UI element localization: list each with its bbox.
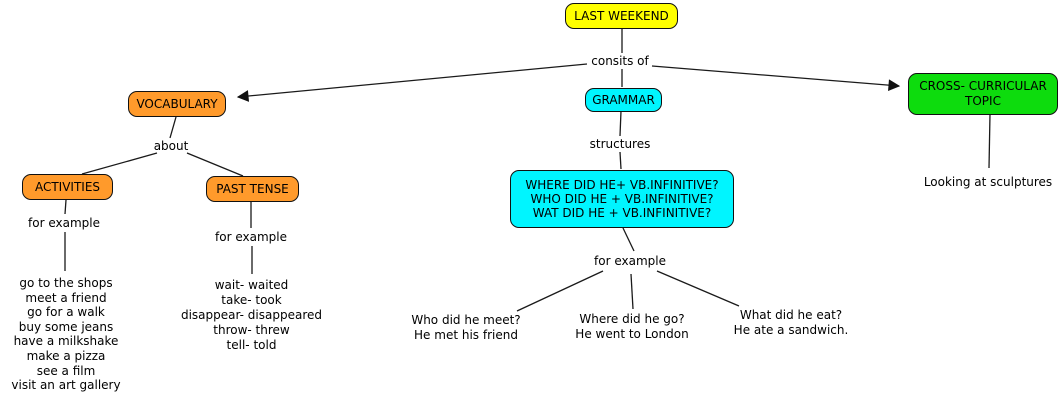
activities-example: go for a walk <box>27 305 105 320</box>
activities-example: see a film <box>36 363 96 378</box>
past-tense-example: disappear- disappeared <box>180 308 323 322</box>
node-cross-curricular-topic[interactable]: CROSS- CURRICULAR TOPIC <box>908 73 1058 115</box>
past-tense-example: take- took <box>221 293 282 307</box>
link-label-about: about <box>153 139 189 153</box>
structure-line: WHO DID HE + VB.INFINITIVE? <box>530 191 714 206</box>
node-past-tense[interactable]: PAST TENSE <box>206 176 299 202</box>
grammar-example-who: Who did he meet? He met his friend <box>401 313 531 343</box>
activities-example: meet a friend <box>25 290 107 305</box>
question: Who did he meet? <box>411 313 521 327</box>
link-label-consits-of: consits of <box>591 54 649 68</box>
link-label-for-example-grammar: for example <box>594 254 666 268</box>
link-label-for-example-activities: for example <box>28 216 100 230</box>
activities-example: make a pizza <box>26 348 106 363</box>
activities-example: have a milkshake <box>13 334 119 349</box>
activities-example: buy some jeans <box>18 319 114 334</box>
grammar-example-what: What did he eat? He ate a sandwich. <box>726 308 856 338</box>
grammar-example-where: Where did he go? He went to London <box>567 312 697 342</box>
past-tense-example: wait- waited <box>214 278 289 292</box>
structure-line: WHERE DID HE+ VB.INFINITIVE? <box>525 177 719 192</box>
past-tense-example: tell- told <box>226 338 277 352</box>
activities-example-list: go to the shops meet a friend go for a w… <box>2 276 130 393</box>
past-tense-example-list: wait- waited take- took disappear- disap… <box>174 278 329 353</box>
link-label-for-example-past-tense: for example <box>215 230 287 244</box>
past-tense-example: throw- threw <box>213 323 290 337</box>
node-grammar[interactable]: GRAMMAR <box>585 88 662 112</box>
node-activities[interactable]: ACTIVITIES <box>22 174 113 200</box>
answer: He went to London <box>575 327 689 341</box>
answer: He ate a sandwich. <box>733 323 849 337</box>
node-last-weekend[interactable]: LAST WEEKEND <box>565 3 678 29</box>
node-grammar-structures[interactable]: WHERE DID HE+ VB.INFINITIVE? WHO DID HE … <box>510 170 734 228</box>
question: Where did he go? <box>579 312 685 326</box>
activities-example: go to the shops <box>19 276 113 290</box>
question: What did he eat? <box>739 308 843 322</box>
structure-line: WAT DID HE + VB.INFINITIVE? <box>532 206 712 221</box>
link-label-structures: structures <box>589 137 651 151</box>
activities-example: visit an art gallery <box>11 378 121 393</box>
answer: He met his friend <box>414 328 518 342</box>
cross-curricular-example: Looking at sculptures <box>923 175 1053 189</box>
node-vocabulary[interactable]: VOCABULARY <box>128 91 226 117</box>
